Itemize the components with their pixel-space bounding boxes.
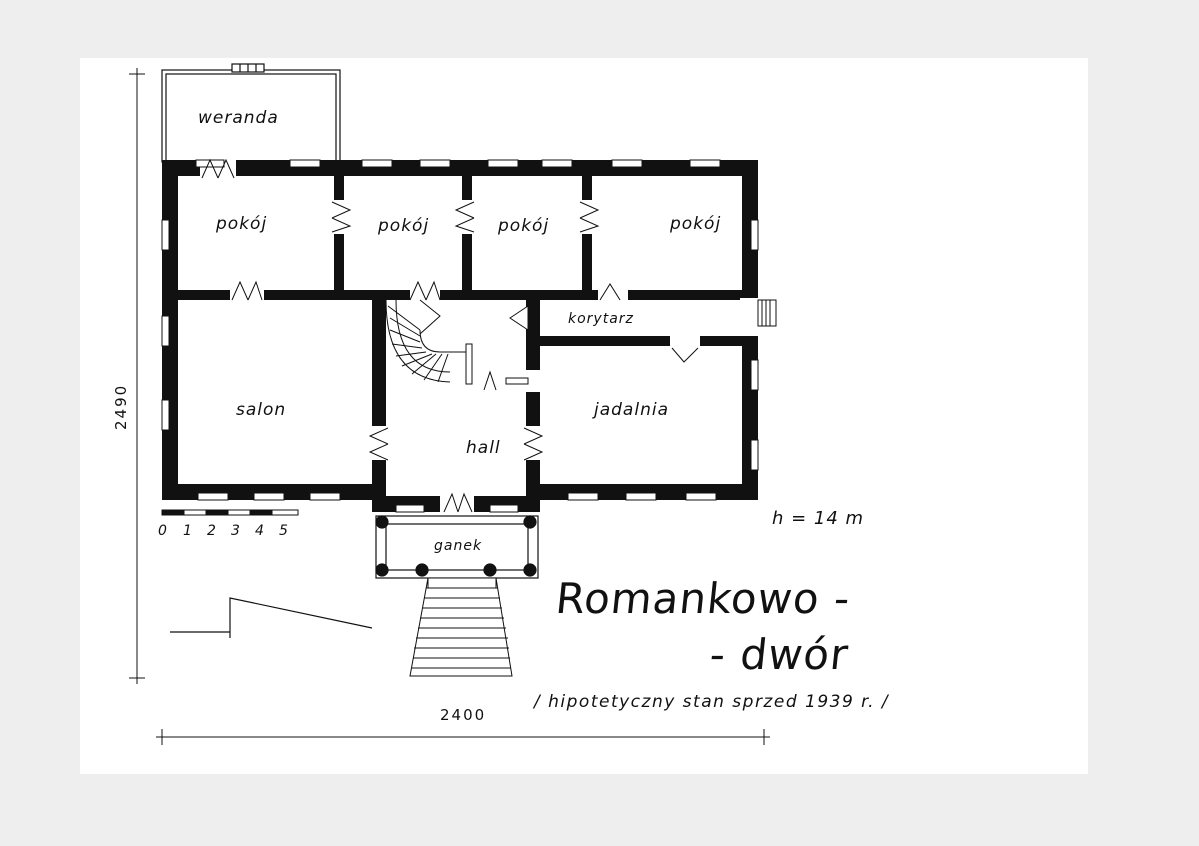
room-label-pokoj-2: pokój: [378, 216, 430, 236]
title-line-2: - dwór: [707, 630, 852, 679]
room-label-hall: hall: [466, 438, 501, 458]
room-label-pokoj-4: pokój: [670, 214, 722, 234]
building-height: h = 14 m: [772, 508, 865, 529]
room-label-korytarz: korytarz: [568, 311, 634, 327]
subtitle: / hipotetyczny stan sprzed 1939 r. /: [534, 692, 890, 712]
room-label-pokoj-3: pokój: [498, 216, 550, 236]
dimension-width: 2400: [440, 706, 487, 724]
door-swings: [201, 158, 699, 513]
scale-tick-5: 5: [279, 523, 289, 539]
porch: [375, 515, 539, 579]
room-label-weranda: weranda: [198, 108, 279, 128]
dimension-depth: 2490: [112, 383, 130, 430]
front-stairs: [409, 577, 513, 677]
windows: [161, 159, 759, 513]
scale-tick-4: 4: [255, 523, 265, 539]
room-label-jadalnia: jadalnia: [594, 400, 669, 420]
side-steps: [757, 299, 777, 327]
staircase: [385, 299, 529, 385]
scale-bar: [161, 509, 299, 516]
room-label-pokoj-1: pokój: [216, 214, 268, 234]
scale-tick-1: 1: [183, 523, 193, 539]
scale-tick-2: 2: [207, 523, 217, 539]
room-label-salon: salon: [236, 400, 287, 420]
scale-tick-0: 0: [158, 523, 168, 539]
room-label-ganek: ganek: [434, 538, 483, 554]
scale-tick-3: 3: [231, 523, 241, 539]
dimension-lines: [129, 68, 770, 745]
north-arrow: [170, 597, 373, 638]
title-line-1: Romankowo -: [553, 574, 853, 623]
